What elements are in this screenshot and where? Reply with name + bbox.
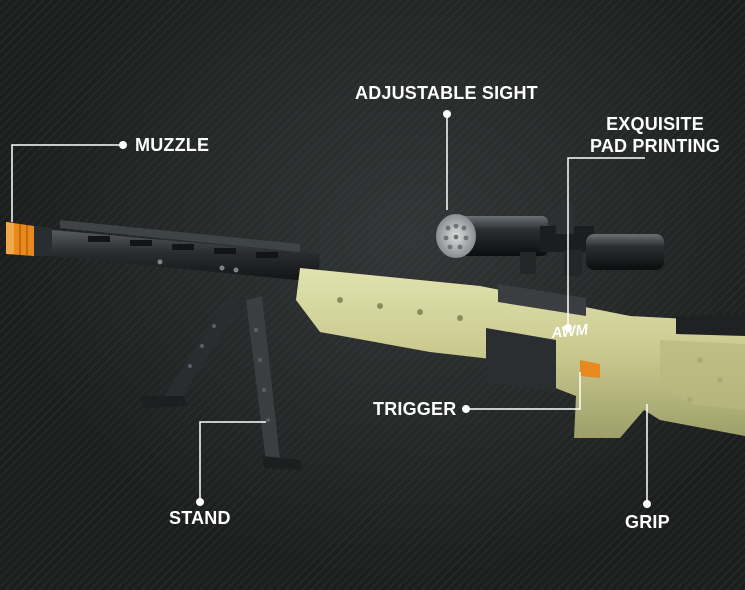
label-adjustable-sight: ADJUSTABLE SIGHT — [355, 83, 538, 103]
muzzle-brake — [6, 222, 52, 256]
label-grip: GRIP — [625, 512, 670, 532]
label-exquisite-line1: EXQUISITE — [606, 114, 704, 134]
callout-grip-line — [643, 404, 651, 508]
stock: AWM — [296, 268, 745, 438]
callout-trigger-line — [462, 372, 581, 413]
barrel — [28, 220, 320, 282]
label-trigger: TRIGGER — [373, 399, 457, 419]
callout-muzzle-line — [11, 141, 127, 222]
callout-adjustable-sight-line — [443, 110, 451, 210]
label-exquisite-pad-printing: EXQUISITE PAD PRINTING — [586, 113, 724, 157]
label-stand: STAND — [169, 508, 231, 528]
callout-pad-printing-line — [564, 157, 645, 332]
label-pad-printing-line2: PAD PRINTING — [589, 136, 721, 156]
callout-stand-line — [196, 421, 266, 506]
callout-lines — [11, 110, 651, 508]
label-muzzle: MUZZLE — [135, 135, 210, 155]
scope — [436, 204, 664, 276]
bipod-stand — [140, 296, 302, 470]
